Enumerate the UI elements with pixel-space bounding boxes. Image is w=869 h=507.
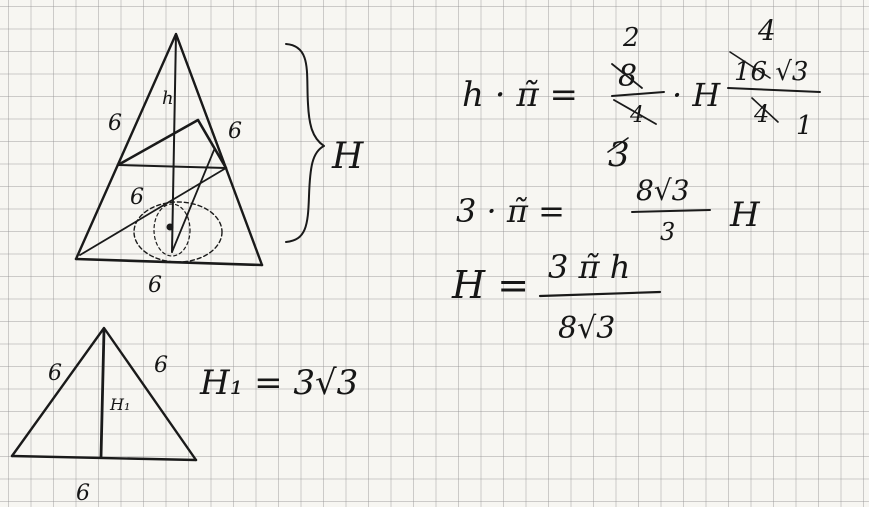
eq2-rhs: H: [729, 195, 761, 235]
eq1-frac1-strike-den: [613, 99, 657, 125]
top-base-label: 6: [148, 273, 162, 298]
inscribed-sphere-meridian: [153, 203, 191, 257]
sphere-center-dot: [166, 223, 174, 231]
top-apex-label: h: [162, 88, 174, 109]
triangle-base: [10, 454, 198, 462]
inscribed-sphere-outline: [133, 201, 223, 263]
eq1-frac2-strike-num: [729, 51, 771, 79]
bottom-height-label: H₁: [109, 395, 130, 414]
eq1-frac1-strike-num: [611, 63, 643, 89]
eq2-bar: [631, 209, 711, 213]
pyramid-height: [171, 33, 177, 253]
eq1-frac2-bar: [727, 87, 821, 93]
eq2-num: 8√3: [636, 174, 689, 207]
top-height-label: H: [331, 136, 364, 177]
eq3-num: 3 π̃ h: [548, 248, 630, 286]
triangle-height: [99, 328, 106, 459]
equation-3: H = 3 π̃ h 8√3: [451, 248, 662, 346]
bottom-side-label-left: 6: [48, 361, 62, 386]
eq1-mult: · H: [672, 76, 721, 114]
pyramid-base-edge: [74, 257, 264, 267]
top-edge-label-left: 6: [108, 111, 122, 136]
bottom-side-label-right: 6: [154, 353, 168, 378]
top-edge-label-right: 6: [228, 119, 242, 144]
triangle-sketch: 6 6 H₁ 6 H₁ = 3√3: [10, 326, 358, 506]
equation-1: h · π̃ = 2 8 4 3 · H 4 16 √3 4 1: [462, 14, 821, 175]
equation-2: 3 · π̃ = 8√3 3 H: [456, 174, 761, 246]
top-edge-label-inner: 6: [130, 185, 144, 210]
pyramid-back-edge: [175, 33, 227, 169]
eq1-frac1-below: 3: [608, 135, 630, 175]
bottom-base-label: 6: [76, 481, 90, 506]
height-brace: [285, 43, 325, 243]
eq1-frac2-strike-den: [751, 97, 779, 123]
eq1-frac2-den: 4: [753, 100, 769, 128]
eq1-frac1-strike-below: [607, 137, 629, 153]
eq3-den: 8√3: [558, 311, 615, 346]
pyramid-sketch: 6 6 6 6 h H: [74, 32, 364, 298]
eq1-frac2-below: 1: [796, 111, 813, 141]
inner-segment: [171, 149, 215, 253]
eq1-frac1-den: 4: [629, 103, 644, 128]
eq2-den: 3: [660, 218, 675, 246]
eq3-lhs: H =: [451, 263, 529, 307]
eq2-lhs: 3 · π̃ =: [456, 192, 565, 230]
triangle-sides: [10, 326, 198, 462]
bottom-height-equation: H₁ = 3√3: [199, 363, 358, 403]
pyramid-diagonal: [79, 167, 227, 256]
section-triangle: [116, 118, 228, 170]
eq3-bar: [538, 290, 662, 298]
eq1-frac2-above: 4: [757, 14, 776, 47]
eq1-lhs: h · π̃ =: [462, 75, 578, 115]
eq1-frac1-bar: [611, 91, 665, 97]
eq1-frac1-above: 2: [622, 23, 640, 53]
section-base-line: [117, 164, 227, 169]
